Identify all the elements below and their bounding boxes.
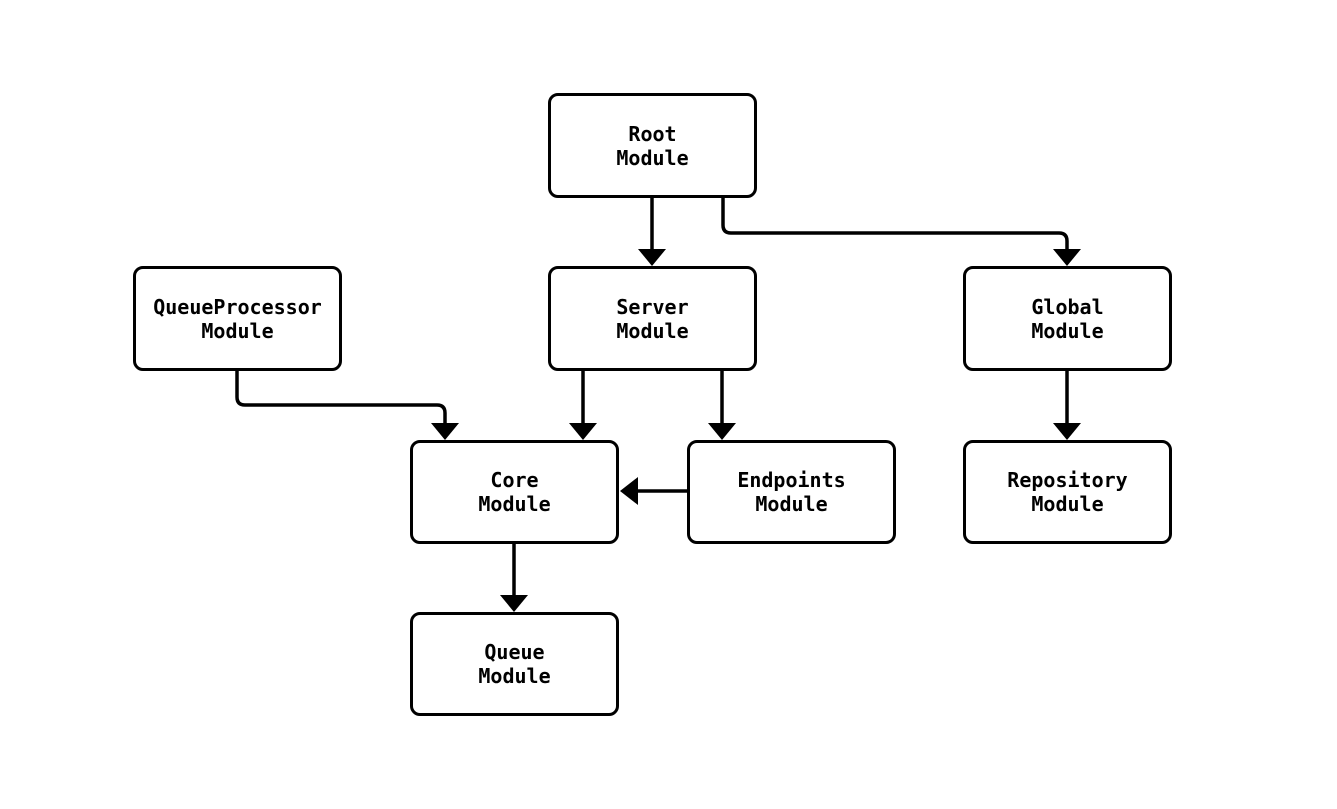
arrowhead-down-icon	[638, 249, 666, 266]
node-label-line2: Module	[478, 664, 551, 688]
arrowhead-down-icon	[431, 423, 459, 440]
node-label-line2: Module	[755, 492, 828, 516]
edge-server-to-endpoints	[708, 371, 736, 440]
edge-queueprocessor-to-core	[235, 371, 459, 440]
node-label-line1: Global	[1031, 294, 1104, 319]
node-label-line1: Core	[490, 468, 539, 492]
node-label-line2: Module	[201, 318, 274, 343]
arrowhead-down-icon	[708, 423, 736, 440]
node-label-line2: Module	[616, 145, 689, 170]
edge-server-to-core	[569, 371, 597, 440]
node-queue-module: Queue Module	[410, 612, 619, 716]
arrowhead-left-icon	[620, 477, 638, 505]
edge-line	[721, 198, 1069, 249]
node-core-module: Core Module	[410, 440, 619, 544]
edge-root-to-global	[721, 198, 1081, 266]
arrowhead-down-icon	[1053, 423, 1081, 440]
arrowhead-down-icon	[500, 595, 528, 612]
node-queueprocessor-module: QueueProcessor Module	[133, 266, 342, 371]
node-label-line1: Endpoints	[737, 468, 846, 492]
arrowhead-down-icon	[569, 423, 597, 440]
node-label-line2: Module	[478, 492, 551, 516]
node-label-line1: Queue	[484, 640, 545, 664]
node-label-line2: Module	[1031, 318, 1104, 343]
node-server-module: Server Module	[548, 266, 757, 371]
edge-line	[235, 371, 447, 423]
node-endpoints-module: Endpoints Module	[687, 440, 896, 544]
node-label-line1: Server	[616, 294, 689, 319]
edge-endpoints-to-core	[620, 477, 687, 505]
node-root-module: Root Module	[548, 93, 757, 198]
edge-core-to-queue	[500, 544, 528, 612]
arrowhead-down-icon	[1053, 249, 1081, 266]
node-label-line1: Root	[628, 121, 677, 146]
node-global-module: Global Module	[963, 266, 1172, 371]
node-repository-module: Repository Module	[963, 440, 1172, 544]
node-label-line2: Module	[1031, 492, 1104, 516]
node-label-line1: Repository	[1007, 468, 1128, 492]
edge-root-to-server	[638, 198, 666, 266]
node-label-line2: Module	[616, 318, 689, 343]
node-label-line1: QueueProcessor	[153, 294, 322, 319]
edge-global-to-repository	[1053, 371, 1081, 440]
